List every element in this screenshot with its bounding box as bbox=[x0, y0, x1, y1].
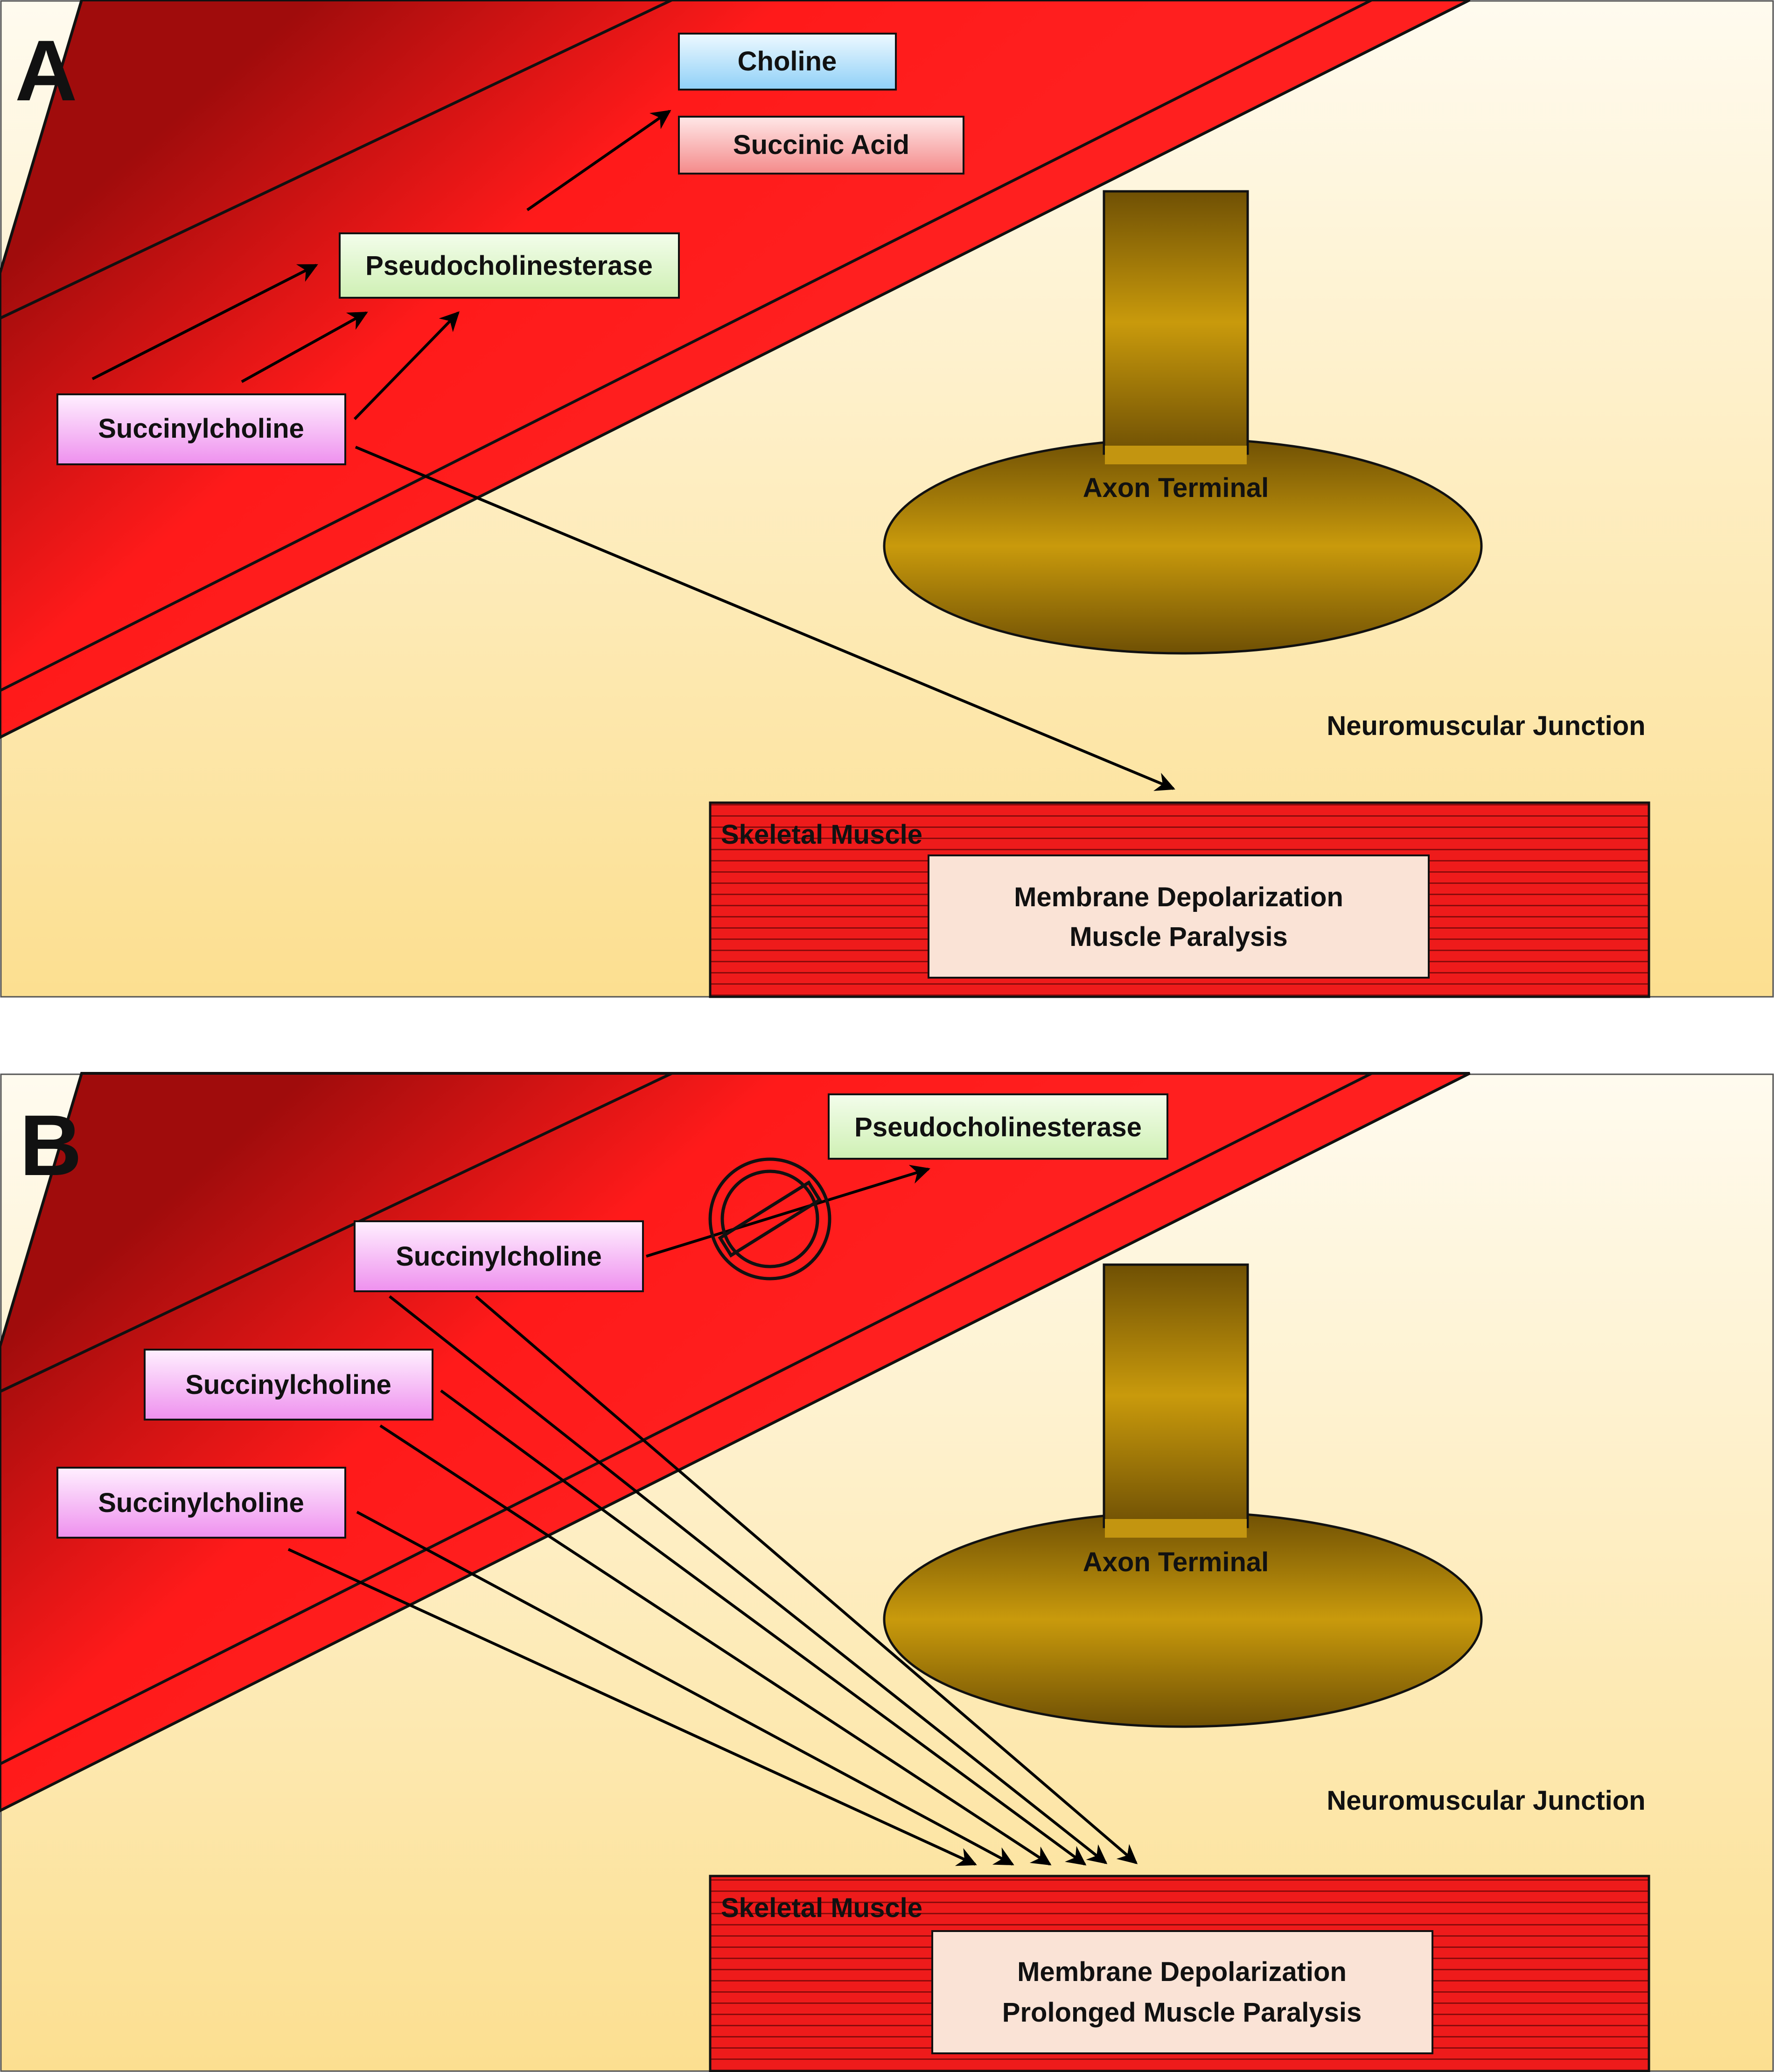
axon-terminal-b: Axon Terminal bbox=[883, 1263, 1483, 1728]
drug-label-a: Succinylcholine bbox=[98, 413, 304, 444]
panel-a-letter: A bbox=[15, 23, 77, 119]
choline-label: Choline bbox=[738, 46, 837, 77]
arrow-to-muscle-2 bbox=[356, 1511, 1014, 1866]
vessel-wall-lower-a bbox=[0, 0, 1373, 692]
junction-label-a: Neuromuscular Junction bbox=[1327, 711, 1645, 741]
axon-terminal-a: Axon Terminal bbox=[883, 190, 1483, 655]
drug-box-a bbox=[56, 393, 346, 465]
vessel-wall-lower-b bbox=[0, 1072, 1373, 1765]
blood-vessel-a bbox=[0, 0, 1471, 739]
arrow-enzyme-to-products bbox=[526, 110, 671, 211]
arrow-drug-to-enzyme-3 bbox=[353, 311, 460, 420]
arrow-to-muscle-1 bbox=[287, 1548, 977, 1866]
enzyme-label-a: Pseudocholinesterase bbox=[365, 251, 653, 281]
enzyme-box-a bbox=[339, 232, 680, 299]
panel-b-letter: B bbox=[20, 1098, 82, 1194]
enzyme-box-b bbox=[828, 1093, 1168, 1160]
vessel-wall-upper-a bbox=[0, 0, 673, 320]
panel-a: A Axon Terminal Neuromuscular Junction S… bbox=[0, 0, 1774, 998]
drug-label-b1: Succinylcholine bbox=[396, 1241, 602, 1272]
succinic-acid-label: Succinic Acid bbox=[733, 130, 909, 160]
effect-line2-b: Prolonged Muscle Paralysis bbox=[1002, 1997, 1362, 2028]
effect-line1-b: Membrane Depolarization bbox=[1017, 1957, 1347, 1987]
effect-line2-a: Muscle Paralysis bbox=[1069, 922, 1288, 952]
axon-terminal-label-b: Axon Terminal bbox=[1083, 1547, 1269, 1577]
succinic-acid-box bbox=[678, 116, 964, 175]
arrow-drug-to-muscle-a bbox=[355, 446, 1175, 791]
drug-box-b1 bbox=[354, 1220, 644, 1292]
axon-terminal-label-a: Axon Terminal bbox=[1083, 473, 1269, 503]
arrow-drug-to-enzyme-blocked bbox=[646, 1165, 931, 1258]
no-entry-icon bbox=[708, 1157, 831, 1281]
drug-box-b2 bbox=[144, 1349, 433, 1421]
drug-box-b3 bbox=[56, 1467, 346, 1539]
arrow-drug-to-enzyme-1 bbox=[91, 264, 318, 380]
arrow-to-muscle-5 bbox=[389, 1295, 1108, 1864]
effect-box-a bbox=[928, 854, 1430, 979]
arrow-to-muscle-3 bbox=[379, 1424, 1052, 1866]
arrow-drug-to-enzyme-2 bbox=[241, 311, 368, 383]
choline-box bbox=[678, 33, 897, 91]
drug-label-b2: Succinylcholine bbox=[185, 1370, 391, 1400]
muscle-label-a: Skeletal Muscle bbox=[721, 819, 922, 850]
arrow-to-muscle-4 bbox=[440, 1389, 1087, 1866]
junction-label-b: Neuromuscular Junction bbox=[1327, 1785, 1645, 1816]
effect-box-b bbox=[931, 1930, 1433, 2054]
panel-b: B Axon Terminal Neuromuscular Junction S… bbox=[0, 1072, 1774, 2072]
enzyme-label-b: Pseudocholinesterase bbox=[854, 1112, 1142, 1142]
skeletal-muscle-a: Skeletal Muscle Membrane Depolarization … bbox=[709, 801, 1650, 998]
muscle-label-b: Skeletal Muscle bbox=[721, 1893, 922, 1923]
arrow-to-muscle-6 bbox=[475, 1295, 1138, 1864]
skeletal-muscle-b: Skeletal Muscle Membrane Depolarization … bbox=[709, 1875, 1650, 2072]
drug-label-b3: Succinylcholine bbox=[98, 1488, 304, 1518]
vessel-wall-upper-b bbox=[0, 1072, 673, 1393]
effect-line1-a: Membrane Depolarization bbox=[1014, 882, 1343, 912]
